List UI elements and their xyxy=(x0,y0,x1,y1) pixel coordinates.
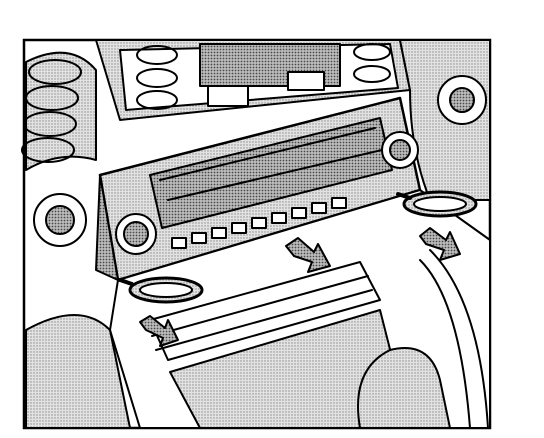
arrow-left-icon xyxy=(139,315,179,347)
left-air-vents xyxy=(21,51,97,171)
removal-ring-left-icon xyxy=(118,276,204,304)
radio-unit xyxy=(95,96,422,282)
removal-ring-right-icon xyxy=(396,190,478,218)
gear-shifter xyxy=(357,347,451,429)
arrow-right-icon xyxy=(419,227,461,261)
left-dash-knob xyxy=(33,193,87,247)
center-console-upper xyxy=(95,39,411,121)
knob-left-icon xyxy=(115,213,157,255)
knob-right-icon xyxy=(381,131,419,169)
arrow-center-icon xyxy=(285,237,331,273)
radio-button-row xyxy=(171,197,347,249)
